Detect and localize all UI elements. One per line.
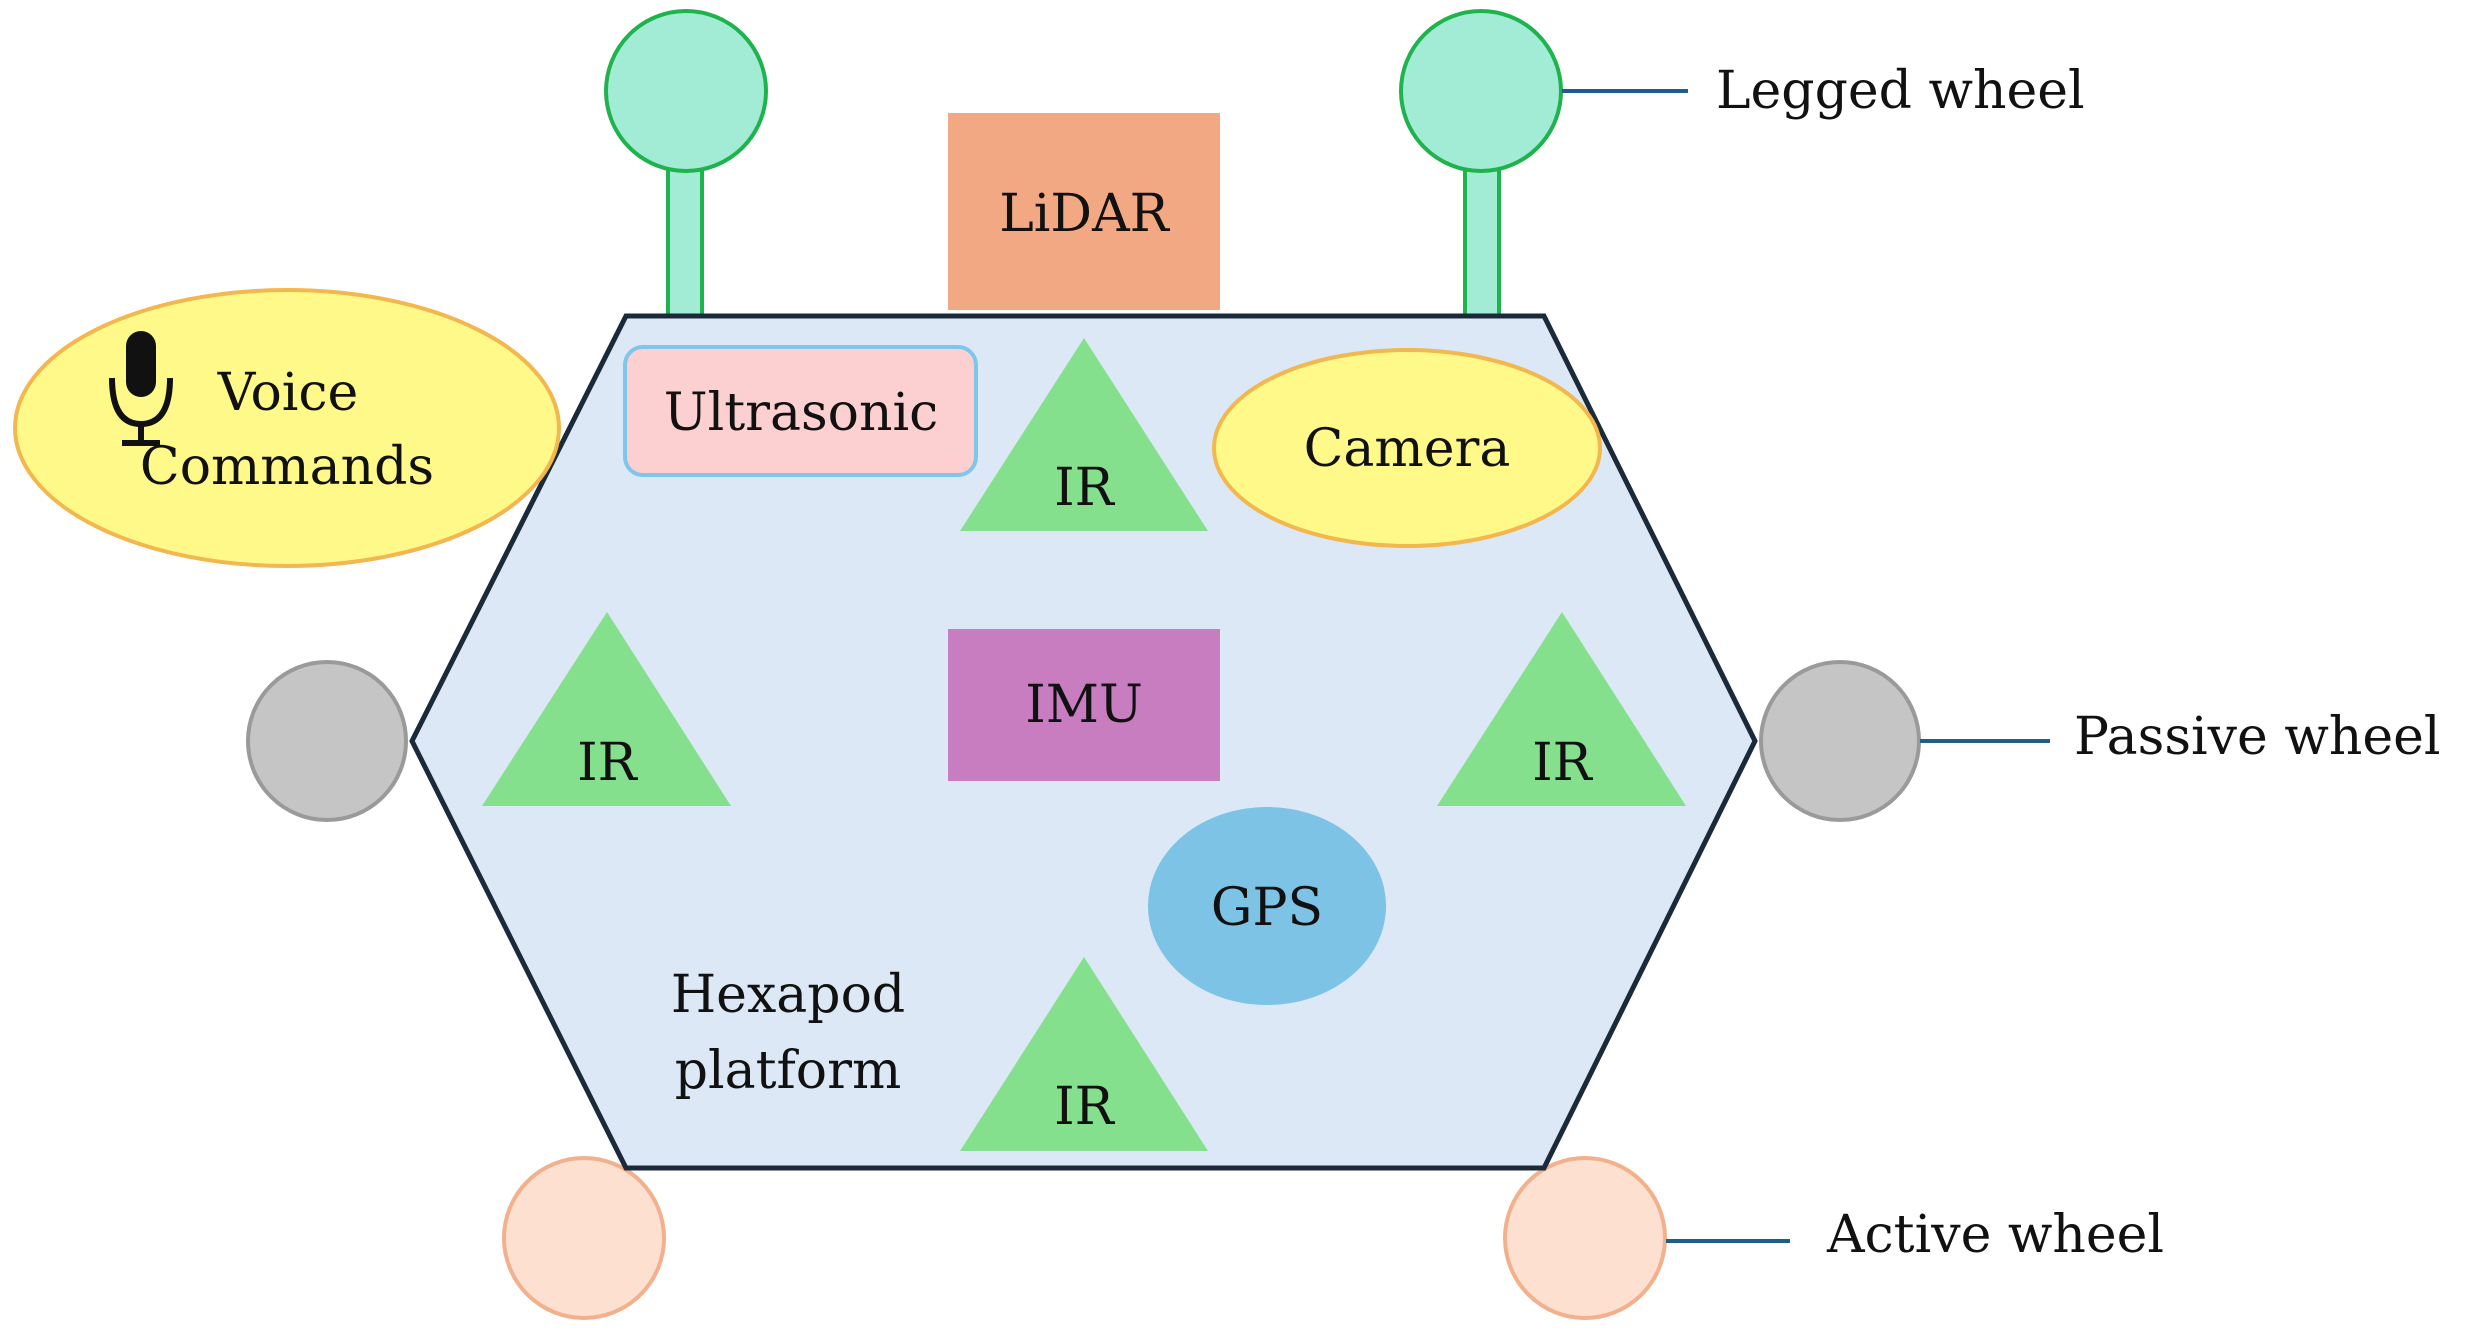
ir-sensor-top: IR	[960, 338, 1208, 531]
passive-wheel-right	[1759, 660, 1921, 822]
lidar-label: LiDAR	[999, 184, 1170, 244]
ultrasonic-label: Ultrasonic	[664, 383, 938, 443]
gps-ellipse	[1148, 807, 1386, 1005]
passive-wheel-legend-label: Passive wheel	[2074, 707, 2441, 767]
camera-sensor: Camera	[1212, 348, 1602, 548]
gps-sensor: GPS	[1148, 807, 1386, 1005]
ir-sensor-right: IR	[1437, 612, 1686, 806]
voice-commands-ellipse	[13, 288, 561, 568]
ir-triangle-top	[960, 338, 1208, 531]
imu-label: IMU	[1025, 675, 1143, 735]
legged-wheel-right-stem	[1463, 158, 1501, 320]
active-wheel-right	[1503, 1156, 1667, 1320]
imu-sensor: IMU	[948, 629, 1220, 781]
ultrasonic-sensor: Ultrasonic	[623, 345, 978, 477]
lidar-box	[948, 113, 1220, 310]
voice-commands-label-line1: Voice	[217, 363, 359, 423]
legged-wheel-legend-label: Legged wheel	[1716, 61, 2085, 121]
legged-wheel-left-disc	[604, 9, 768, 173]
active-wheel-left	[502, 1156, 666, 1320]
legged-wheel-right	[1399, 9, 1563, 320]
legged-wheel-left-stem	[666, 158, 704, 320]
ir-label-left: IR	[577, 733, 639, 793]
ir-label-right: IR	[1532, 733, 1594, 793]
imu-box	[948, 629, 1220, 781]
ir-triangle-left	[482, 612, 731, 806]
voice-commands: Voice Commands	[13, 288, 561, 568]
ir-sensor-bottom: IR	[960, 957, 1208, 1151]
camera-ellipse	[1212, 348, 1602, 548]
active-wheel-legend-label: Active wheel	[1826, 1205, 2164, 1265]
legged-wheel-right-disc	[1399, 9, 1563, 173]
ir-label-bottom: IR	[1054, 1077, 1116, 1137]
ir-label-top: IR	[1054, 458, 1116, 518]
lidar-sensor: LiDAR	[948, 113, 1220, 310]
ir-triangle-bottom	[960, 957, 1208, 1151]
camera-label: Camera	[1304, 419, 1511, 479]
passive-wheel-left	[246, 660, 408, 822]
ir-sensor-left: IR	[482, 612, 731, 806]
ir-triangle-right	[1437, 612, 1686, 806]
platform-label-line2: platform	[675, 1041, 902, 1101]
ultrasonic-box	[623, 345, 978, 477]
voice-commands-label-line2: Commands	[140, 437, 434, 497]
platform-label-line1: Hexapod	[671, 965, 905, 1025]
microphone-icon	[109, 331, 173, 446]
gps-label: GPS	[1211, 878, 1323, 938]
legged-wheel-left	[604, 9, 768, 320]
